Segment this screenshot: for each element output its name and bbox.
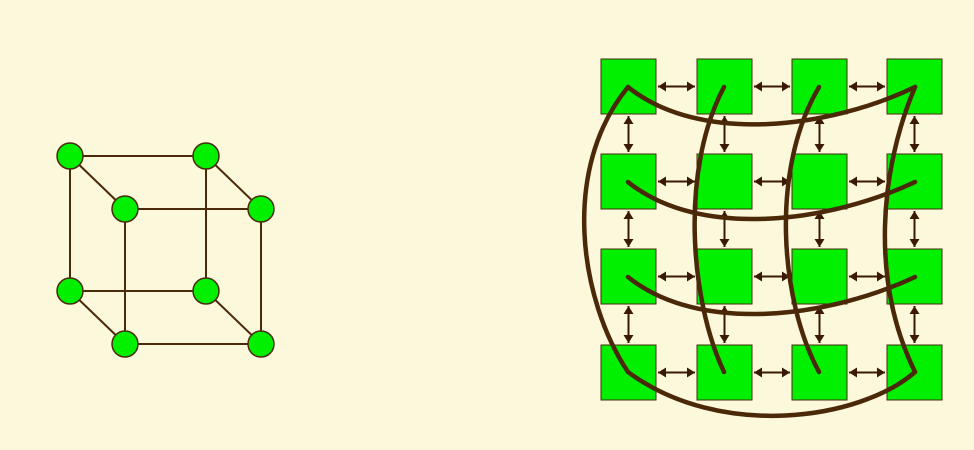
mesh-curve [625, 179, 918, 222]
mesh-cell [696, 248, 753, 305]
cube-node [111, 330, 139, 358]
mesh-cell [791, 248, 848, 305]
bidirectional-link [623, 116, 634, 152]
arrow-head [814, 306, 825, 314]
bidirectional-link [909, 306, 920, 343]
bidirectional-link [623, 306, 634, 343]
bidirectional-link [658, 271, 695, 282]
arrow-head [754, 176, 762, 187]
mesh-curve [882, 84, 918, 375]
mesh-curve [581, 84, 631, 375]
arrow-head [909, 306, 920, 314]
bidirectional-link [814, 306, 825, 343]
arrow-head [814, 211, 825, 219]
bidirectional-link [849, 367, 885, 378]
arrow-head [909, 211, 920, 219]
bidirectional-link [849, 81, 885, 92]
cube-node [111, 195, 139, 223]
arrow-head [782, 367, 790, 378]
cube-node [56, 277, 84, 305]
bidirectional-link [909, 211, 920, 247]
bidirectional-link [814, 211, 825, 247]
cube-nodes [56, 142, 275, 358]
arrow-head [782, 176, 790, 187]
cube-diagram [56, 142, 275, 358]
mesh-cell [600, 153, 657, 210]
arrow-head [849, 367, 857, 378]
bidirectional-link [658, 367, 695, 378]
arrow-head [719, 335, 730, 343]
arrow-head [658, 367, 666, 378]
arrow-head [754, 367, 762, 378]
mesh-curve [625, 274, 918, 317]
arrow-head [754, 271, 762, 282]
arrow-head [849, 176, 857, 187]
arrow-head [754, 81, 762, 92]
mesh-cell [791, 153, 848, 210]
cube-node [192, 142, 220, 170]
mesh-curve [692, 84, 727, 375]
arrow-head [719, 239, 730, 247]
arrow-head [877, 81, 885, 92]
arrow-head [849, 271, 857, 282]
bidirectional-link [754, 271, 790, 282]
cube-node [192, 277, 220, 305]
mesh-diagram [581, 58, 943, 419]
mesh-curve [783, 84, 822, 375]
cube-node [56, 142, 84, 170]
arrow-head [658, 271, 666, 282]
bidirectional-link [623, 211, 634, 247]
arrow-head [623, 211, 634, 219]
mesh-cell [696, 153, 753, 210]
mesh-links [623, 81, 920, 378]
arrow-head [782, 271, 790, 282]
arrow-head [814, 144, 825, 152]
mesh-curves [581, 84, 918, 419]
arrow-head [877, 271, 885, 282]
arrow-head [909, 144, 920, 152]
arrow-head [719, 144, 730, 152]
arrow-head [623, 239, 634, 247]
bidirectional-link [754, 81, 790, 92]
mesh-cell [600, 344, 657, 401]
arrow-head [877, 367, 885, 378]
cube-node [247, 330, 275, 358]
arrow-head [687, 81, 695, 92]
bidirectional-link [849, 271, 885, 282]
arrow-head [687, 367, 695, 378]
arrow-head [814, 335, 825, 343]
arrow-head [623, 144, 634, 152]
bidirectional-link [658, 81, 695, 92]
arrow-head [877, 176, 885, 187]
arrow-head [623, 335, 634, 343]
bidirectional-link [754, 176, 790, 187]
bidirectional-link [849, 176, 885, 187]
arrow-head [623, 116, 634, 124]
arrow-head [623, 306, 634, 314]
arrow-head [687, 271, 695, 282]
arrow-head [909, 335, 920, 343]
arrow-head [909, 239, 920, 247]
mesh-curve [625, 84, 918, 127]
bidirectional-link [754, 367, 790, 378]
cube-node [247, 195, 275, 223]
arrow-head [658, 81, 666, 92]
mesh-curve [625, 369, 918, 419]
bidirectional-link [658, 176, 695, 187]
bidirectional-link [909, 116, 920, 152]
arrow-head [814, 239, 825, 247]
arrow-head [687, 176, 695, 187]
arrow-head [782, 81, 790, 92]
arrow-head [658, 176, 666, 187]
arrow-head [909, 116, 920, 124]
arrow-head [849, 81, 857, 92]
